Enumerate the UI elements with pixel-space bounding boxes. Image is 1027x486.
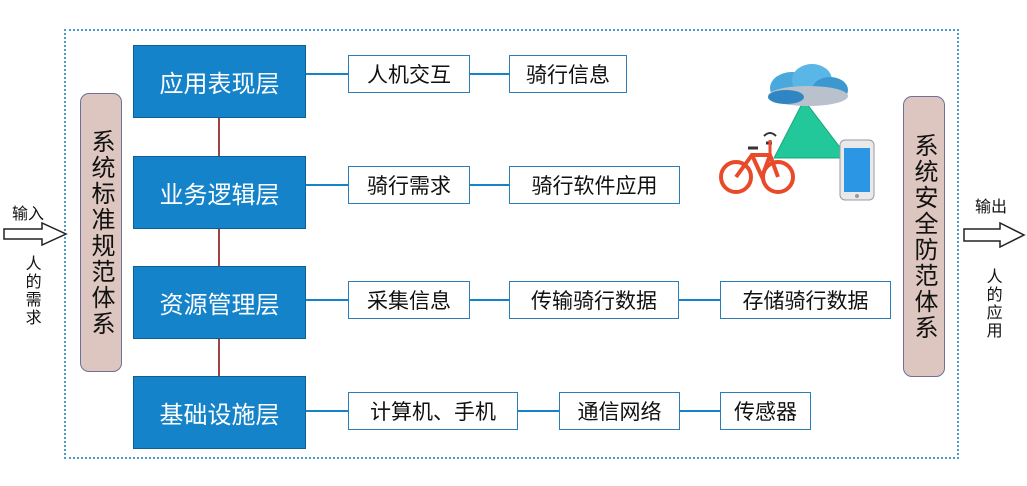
layer-resource-label: 资源管理层 (159, 291, 280, 319)
row-connector (306, 73, 348, 75)
input-sub-label: 人的需求 (22, 255, 42, 327)
output-sub-label: 人的应用 (983, 268, 1003, 340)
layer-connector (218, 339, 220, 376)
security-panel: 系统安全防范体系 (903, 96, 945, 377)
layer-infrastructure-label: 基础设施层 (159, 401, 280, 429)
standards-panel-label: 系统标准规范体系 (87, 128, 115, 337)
bicycle-icon (719, 132, 795, 194)
item-transfer-data: 传输骑行数据 (509, 281, 679, 319)
standards-panel: 系统标准规范体系 (80, 93, 122, 372)
layer-connector (218, 118, 220, 156)
row-connector (306, 410, 348, 412)
row-connector (306, 299, 348, 301)
input-label: 输入 (12, 204, 45, 223)
row-connector (679, 299, 720, 301)
system-frame (64, 29, 959, 459)
security-panel-label: 系统安全防范体系 (910, 132, 938, 341)
row-connector (518, 410, 559, 412)
item-ride-demand: 骑行需求 (348, 166, 470, 204)
layer-infrastructure: 基础设施层 (133, 376, 306, 449)
network-triangle-icon (773, 99, 850, 159)
iot-illustration (719, 64, 875, 201)
item-sensor: 传感器 (720, 392, 811, 430)
layer-connector (218, 229, 220, 266)
row-connector (306, 184, 348, 186)
row-connector (680, 410, 720, 412)
layer-presentation: 应用表现层 (133, 45, 306, 118)
layer-business: 业务逻辑层 (133, 156, 306, 229)
row-connector (470, 299, 509, 301)
item-human-interaction: 人机交互 (348, 55, 470, 93)
cloud-icon (768, 64, 848, 106)
input-arrow-icon (3, 222, 68, 246)
item-ride-app: 骑行软件应用 (509, 166, 680, 204)
layer-business-label: 业务逻辑层 (159, 181, 280, 209)
phone-icon (839, 139, 875, 201)
output-label: 输出 (975, 197, 1008, 216)
layer-resource: 资源管理层 (133, 266, 306, 339)
output-arrow-icon (963, 222, 1026, 248)
layer-presentation-label: 应用表现层 (159, 70, 280, 98)
item-store-data: 存储骑行数据 (720, 281, 891, 319)
item-network: 通信网络 (559, 392, 680, 430)
item-ride-info: 骑行信息 (509, 55, 627, 93)
row-connector (470, 73, 509, 75)
item-collect-info: 采集信息 (348, 281, 470, 319)
row-connector (470, 184, 509, 186)
item-computer-phone: 计算机、手机 (348, 392, 518, 430)
